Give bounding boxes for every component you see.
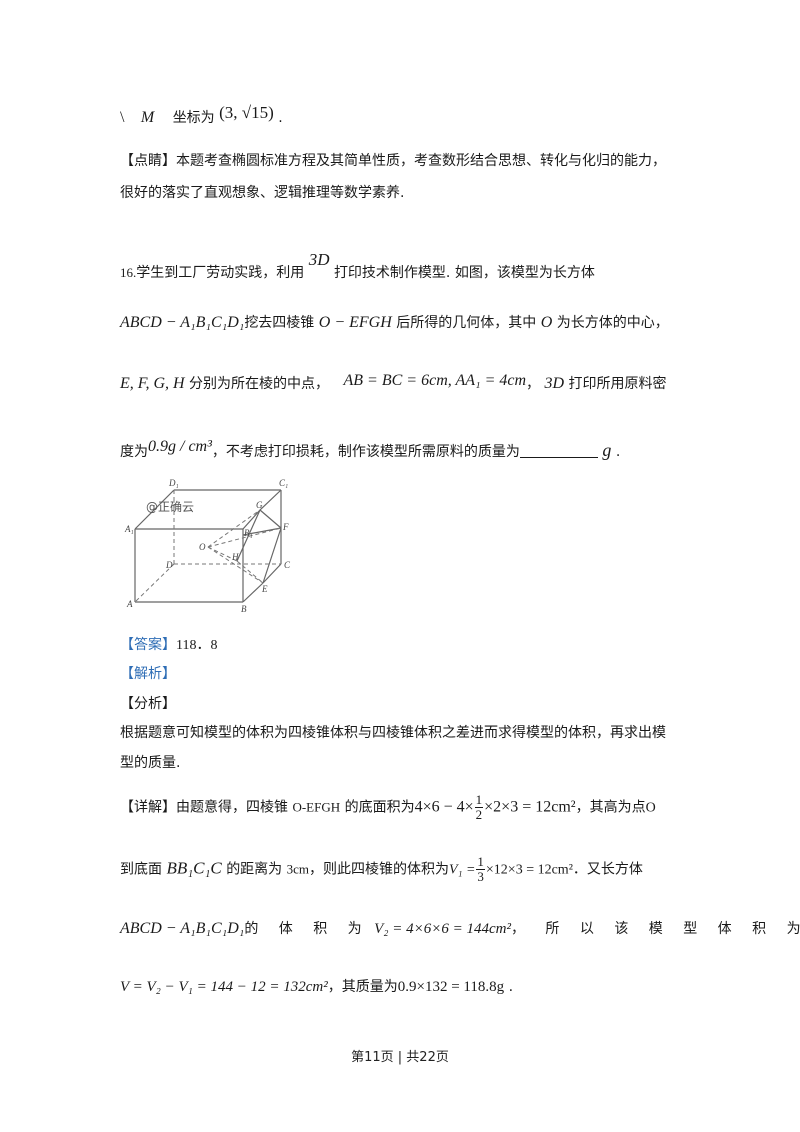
dianjing-label: 【点睛】 (120, 153, 176, 169)
answer-label: 【答案】 (120, 637, 176, 653)
page-footer: 第11页 | 共22页 (351, 1050, 449, 1065)
answer-line: 【答案】118．8 (120, 634, 217, 654)
d-expr: 0.9×132 = 118.8g (397, 979, 505, 995)
q-text: . (615, 444, 621, 460)
label-f: F (282, 522, 289, 532)
d-text: ，其质量为 (327, 979, 398, 995)
d-text: 由题意得，四棱锥 (176, 799, 288, 816)
dianjing-text-2: 很好的落实了直观想象、逻辑推理等数学素养. (120, 185, 405, 201)
q-text: 后所得的几何体，其中 (396, 315, 537, 331)
d-text: 的 体 积 为 (244, 921, 370, 937)
label-a1: A₁ (124, 524, 134, 534)
d-expr: 4×6 − 4× (414, 798, 474, 816)
q-text: 打印所用原料密 (568, 376, 667, 392)
q-o: O (540, 314, 553, 331)
q-text: 度为 (120, 444, 148, 460)
label-g: G (256, 500, 263, 510)
question-number: 16. (120, 265, 137, 280)
d-text: ， 所 以 该 模 型 体 积 为 (510, 921, 800, 937)
d-text: . (508, 979, 514, 995)
d-pyr: O-EFGH (292, 799, 341, 815)
label-c1: C₁ (279, 478, 288, 488)
q-pyramid: O − EFGH (318, 314, 392, 331)
d-text: ，其高为点 (575, 799, 646, 816)
label-o: O (199, 542, 206, 552)
d-text: ．又长方体 (572, 861, 643, 878)
label-d1: D₁ (168, 478, 179, 488)
d-expr: V = V₂ − V₁ = 144 − 12 = 132cm² (120, 979, 328, 995)
label-d: D (165, 560, 173, 570)
d-expr: ×2×3 = 12cm² (484, 798, 576, 816)
d-text: 的距离为 (226, 861, 283, 878)
detail-line-4: V = V₂ − V₁ = 144 − 12 = 132cm²，其质量为0.9×… (120, 976, 513, 996)
label-c: C (284, 560, 291, 570)
backslash: \ (120, 109, 125, 126)
d-expr: V₂ = 4×6×6 = 144cm² (374, 921, 511, 937)
d-face: BB₁C₁C (166, 858, 222, 878)
question-line-1: 16.学生到工厂劳动实践，利用 3D 打印技术制作模型. 如图，该模型为长方体 (120, 250, 595, 282)
coord-label: 坐标为 (172, 110, 215, 126)
q-text: 分别为所在棱的中点， (189, 376, 330, 392)
period: . (278, 110, 283, 126)
d-dist: 3cm (286, 861, 310, 877)
cuboid-figure: D₁ C₁ A₁ B₁ D C A B G F H E O (124, 478, 291, 614)
q-unit: g (602, 440, 612, 460)
q-3d: 3D (544, 375, 565, 392)
analysis-label: 【解析】 (120, 666, 176, 682)
dianjing-line-1: 【点睛】本题考查椭圆标准方程及其简单性质，考查数形结合思想、转化与化归的能力， (120, 150, 666, 170)
coord-value: (3, √15) (219, 103, 274, 122)
fenxi-line-1: 根据题意可知模型的体积为四棱锥体积与四棱锥体积之差进而求得模型的体积，再求出模 (120, 725, 666, 741)
d-expr: ×12×3 = 12cm² (485, 862, 573, 878)
d-text: ，则此四棱锥的体积为 (309, 861, 450, 878)
label-b: B (241, 604, 247, 614)
q-text: 挖去四棱锥 (244, 315, 315, 331)
prev-answer-line: \ M 坐标为 (3, √15) . (120, 103, 283, 127)
d-o: O (645, 800, 656, 816)
q-text: 为长方体的中心， (556, 315, 669, 331)
q-solid: ABCD − A₁B₁C₁D₁ (120, 314, 245, 331)
label-e: E (261, 584, 268, 594)
detail-line-3: ABCD − A₁B₁C₁D₁的 体 积 为 V₂ = 4×6×6 = 144c… (120, 918, 800, 938)
d-expr: V₁ = (449, 862, 476, 878)
fenxi-line-2: 型的质量. (120, 755, 181, 771)
label-h: H (231, 552, 239, 562)
d-text: 到底面 (120, 861, 162, 878)
answer-blank (519, 443, 598, 458)
answer-value: 118．8 (176, 638, 218, 653)
d-solid: ABCD − A₁B₁C₁D₁ (120, 920, 245, 937)
q-density: 0.9g / cm³ (148, 438, 212, 455)
q-dims: AB = BC = 6cm, AA₁ = 4cm (343, 372, 527, 389)
q-3d: 3D (308, 250, 330, 269)
var-m: M (140, 109, 155, 126)
d-text: 的底面积为 (344, 799, 415, 816)
q-text: 打印技术制作模型. 如图，该模型为长方体 (333, 265, 595, 281)
question-line-3: E, F, G, H 分别为所在棱的中点， AB = BC = 6cm, AA₁… (120, 372, 666, 393)
detail-label: 【详解】 (120, 799, 176, 816)
label-a: A (126, 599, 133, 609)
label-b1: B₁ (244, 528, 253, 538)
fenxi-label: 【分析】 (120, 696, 176, 712)
q-text: ，不考虑打印损耗，制作该模型所需原料的质量为 (211, 444, 520, 460)
watermark: @正确云 (146, 500, 195, 514)
question-line-4: 度为0.9g / cm³，不考虑打印损耗，制作该模型所需原料的质量为 g . (120, 438, 620, 461)
q-text: 学生到工厂劳动实践，利用 (136, 265, 305, 281)
q-points: E, F, G, H (120, 375, 185, 392)
question-line-2: ABCD − A₁B₁C₁D₁挖去四棱锥 O − EFGH 后所得的几何体，其中… (120, 312, 669, 332)
dianjing-text-1: 本题考查椭圆标准方程及其简单性质，考查数形结合思想、转化与化归的能力， (176, 153, 666, 169)
dianjing-line-2: 很好的落实了直观想象、逻辑推理等数学素养. (120, 182, 404, 202)
q-text: ， (526, 376, 541, 392)
